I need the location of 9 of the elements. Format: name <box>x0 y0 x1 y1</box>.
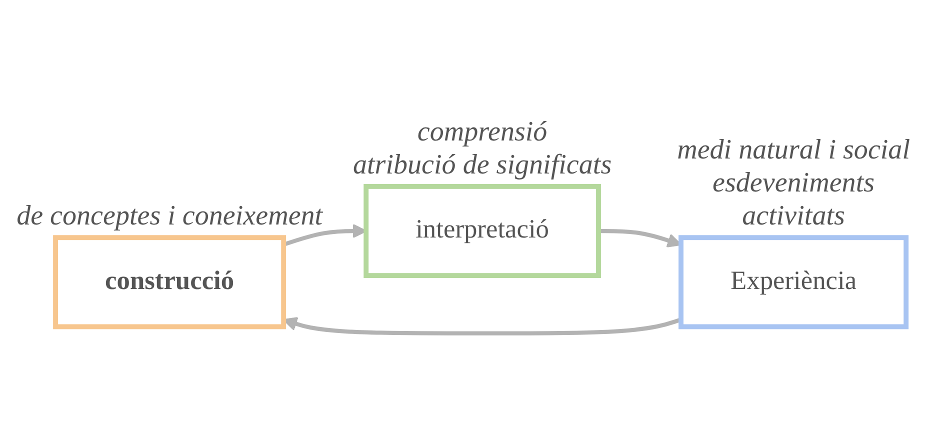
node-caption: activitats <box>742 200 845 231</box>
node-caption: esdeveniments <box>712 167 875 198</box>
node-box: construcció <box>53 234 286 329</box>
node-caption: comprensió <box>417 116 548 147</box>
node-caption: medi natural i social <box>677 134 910 165</box>
node-box: Experiència <box>678 234 909 329</box>
node-caption: atribució de significats <box>352 148 612 180</box>
node-box: interpretació <box>364 184 601 278</box>
node-caption: de conceptes i coneixement <box>16 200 323 231</box>
